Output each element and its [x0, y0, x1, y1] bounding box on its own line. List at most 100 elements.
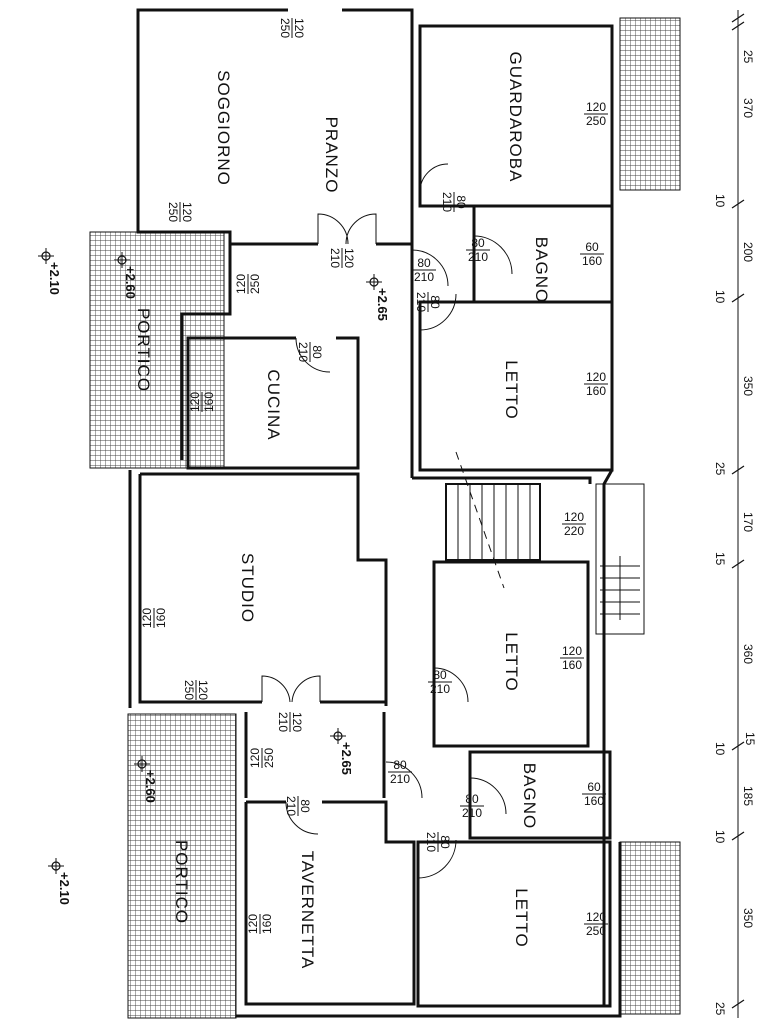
- dimension-label: 25: [741, 50, 755, 64]
- svg-text:120: 120: [246, 914, 260, 934]
- room-label-guardaroba: GUARDAROBA: [506, 52, 525, 183]
- walls: [128, 8, 645, 1018]
- svg-text:80: 80: [428, 295, 442, 309]
- dimension-label: 10: [713, 830, 727, 844]
- dimension-label: 25: [713, 1002, 727, 1016]
- svg-text:160: 160: [586, 384, 606, 398]
- svg-text:250: 250: [586, 114, 606, 128]
- room-label-cucina: CUCINA: [264, 369, 283, 440]
- svg-text:160: 160: [202, 392, 216, 412]
- svg-text:120: 120: [140, 608, 154, 628]
- svg-text:80: 80: [393, 758, 407, 772]
- svg-text:80: 80: [310, 345, 324, 359]
- svg-text:210: 210: [462, 806, 482, 820]
- svg-text:210: 210: [430, 682, 450, 696]
- svg-text:80: 80: [465, 792, 479, 806]
- svg-text:120: 120: [342, 248, 356, 268]
- svg-text:120: 120: [188, 392, 202, 412]
- svg-text:120: 120: [586, 910, 606, 924]
- room-label-bagno-top: BAGNO: [532, 237, 551, 303]
- svg-text:+2.10: +2.10: [47, 262, 62, 295]
- svg-text:210: 210: [390, 772, 410, 786]
- svg-text:80: 80: [298, 799, 312, 813]
- level-markers: +2.10 +2.60 +2.65 +2.65 +2.60 +2.10: [38, 248, 390, 905]
- level-marker: +2.65: [330, 728, 354, 775]
- balcony-top-right: [619, 17, 681, 191]
- room-labels: SOGGIORNO PRANZO GUARDAROBA BAGNO LETTO …: [134, 52, 551, 970]
- room-label-studio: STUDIO: [238, 553, 257, 623]
- dimension-label: 370: [741, 98, 755, 118]
- level-marker: +2.65: [366, 274, 390, 321]
- svg-text:120: 120: [180, 202, 194, 222]
- room-label-bagno-bottom: BAGNO: [520, 763, 539, 829]
- svg-text:80: 80: [417, 256, 431, 270]
- svg-text:120: 120: [292, 18, 306, 38]
- svg-text:80: 80: [471, 236, 485, 250]
- svg-text:160: 160: [154, 608, 168, 628]
- stair-box: [445, 483, 541, 561]
- room-label-letto-3: LETTO: [512, 888, 531, 947]
- svg-text:120: 120: [234, 274, 248, 294]
- svg-text:160: 160: [562, 658, 582, 672]
- dimension-label: 170: [741, 512, 755, 532]
- room-label-letto-2: LETTO: [502, 632, 521, 691]
- svg-text:210: 210: [276, 712, 290, 732]
- level-marker: +2.10: [48, 858, 72, 905]
- room-label-portico-bottom: PORTICO: [172, 840, 191, 924]
- level-marker: +2.10: [38, 248, 62, 295]
- svg-text:160: 160: [260, 914, 274, 934]
- svg-text:250: 250: [182, 680, 196, 700]
- level-marker: +2.60: [134, 756, 158, 803]
- svg-text:+2.65: +2.65: [375, 288, 390, 321]
- room-label-tavernetta: TAVERNETTA: [298, 851, 317, 970]
- dimension-label: 15: [743, 732, 757, 746]
- svg-text:120: 120: [562, 644, 582, 658]
- svg-text:160: 160: [584, 794, 604, 808]
- svg-text:120: 120: [248, 748, 262, 768]
- svg-text:250: 250: [166, 202, 180, 222]
- svg-text:220: 220: [564, 524, 584, 538]
- svg-text:80: 80: [433, 668, 447, 682]
- dimension-label: 10: [713, 194, 727, 208]
- svg-text:210: 210: [440, 192, 454, 212]
- svg-text:210: 210: [414, 270, 434, 284]
- balcony-bottom-right: [619, 841, 681, 1015]
- level-marker: +2.60: [114, 252, 138, 299]
- dimension-label: 15: [713, 552, 727, 566]
- dimension-label: 360: [741, 644, 755, 664]
- svg-text:80: 80: [438, 835, 452, 849]
- room-label-letto-1: LETTO: [502, 360, 521, 419]
- svg-text:+2.65: +2.65: [339, 742, 354, 775]
- dimension-label: 350: [741, 376, 755, 396]
- svg-text:160: 160: [582, 254, 602, 268]
- svg-text:120: 120: [586, 100, 606, 114]
- dimension-label: 25: [713, 462, 727, 476]
- room-label-pranzo: PRANZO: [322, 117, 341, 194]
- dimension-label: 10: [713, 742, 727, 756]
- portico-top-area: [89, 231, 225, 469]
